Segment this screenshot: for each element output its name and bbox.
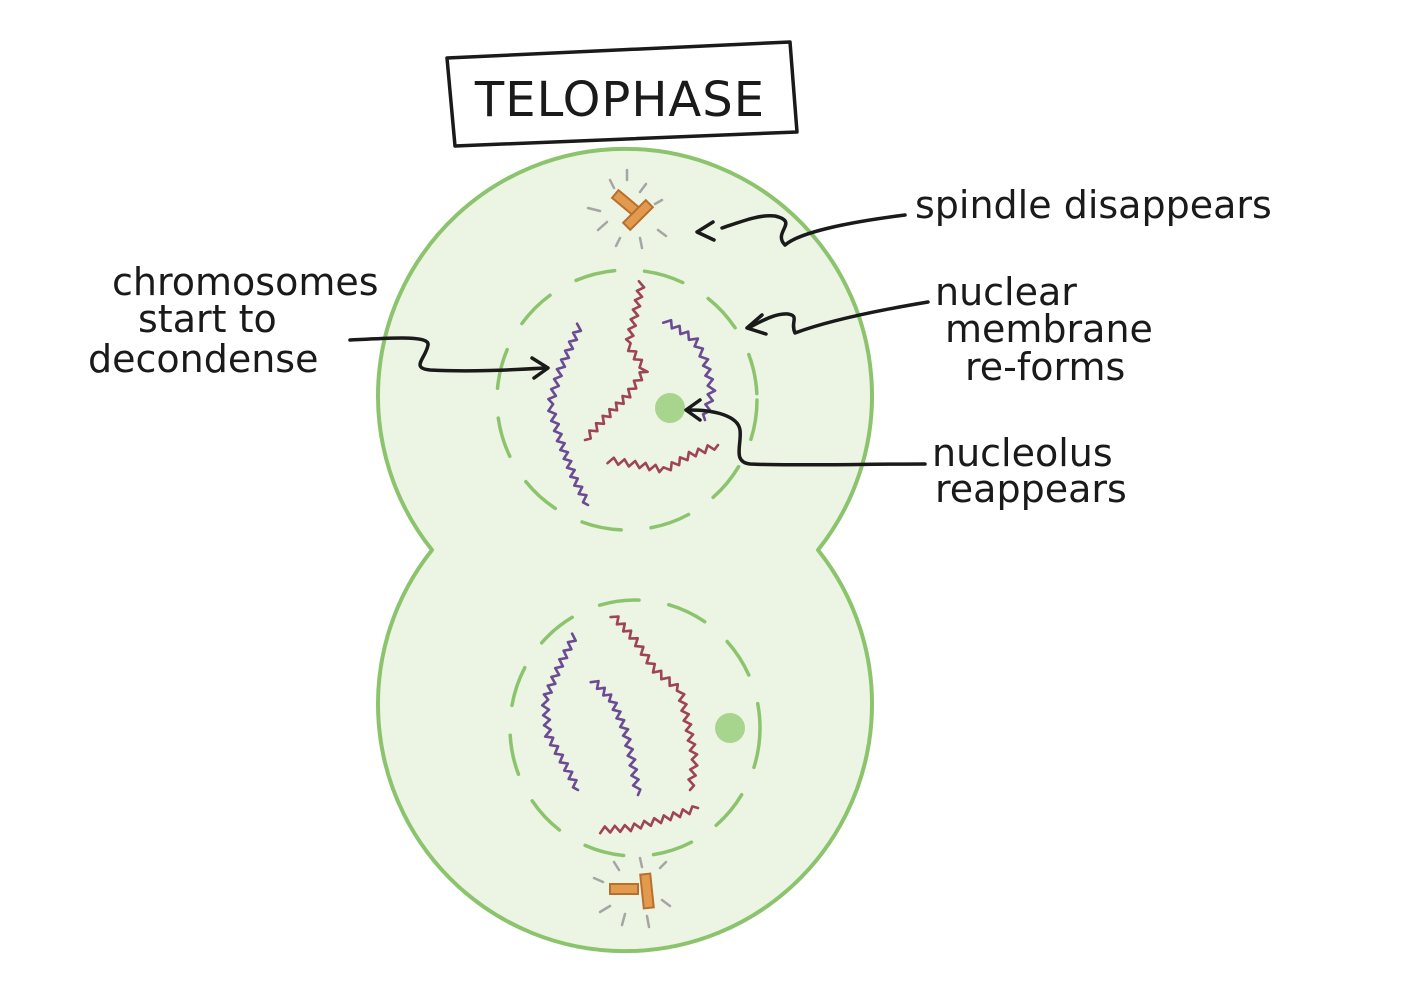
title-box: TELOPHASE [445, 40, 799, 148]
chromosome-bottom-4 [598, 805, 700, 835]
label-membrane-line1: nuclear [935, 270, 1077, 314]
cell-membrane [376, 146, 874, 954]
arrow-icon [748, 300, 930, 335]
nucleolus-top [655, 393, 685, 423]
nucleolus-bottom [715, 713, 745, 743]
nuclear-envelope-top [495, 268, 759, 532]
label-chromosomes-line2: start to [138, 297, 277, 341]
label-chromosomes-line3: decondense [88, 337, 319, 381]
centriole-pair-icon [610, 188, 655, 232]
arrow-icon [688, 408, 927, 467]
chromosome-top-2 [583, 280, 649, 442]
chromosome-top-4 [606, 443, 720, 474]
leader-lines [348, 213, 930, 467]
label-nucleolus-line2: reappears [935, 467, 1127, 511]
centriole-pair-icon [609, 872, 655, 910]
label-nucleolus-line1: nucleolus [932, 431, 1113, 475]
label-membrane-line2: membrane [945, 307, 1153, 351]
chromosomes [540, 280, 720, 835]
page-title: TELOPHASE [474, 72, 765, 128]
chromosome-bottom-2 [609, 615, 699, 792]
chromosome-bottom-1 [540, 632, 580, 792]
arrow-icon [720, 213, 907, 247]
chromosome-top-3 [661, 318, 717, 422]
arrow-icon [348, 336, 547, 373]
chromosome-bottom-3 [589, 679, 642, 797]
centriole-pair-top [586, 168, 668, 250]
label-chromosomes-line1: chromosomes [112, 260, 379, 304]
annotation-labels: spindle disappears chromosomes start to … [88, 183, 1272, 511]
spindle-remnants-bottom [592, 856, 672, 929]
chromosome-top-1 [547, 322, 590, 507]
label-membrane-line3: re-forms [965, 345, 1125, 389]
spindle-remnants-top [586, 168, 668, 250]
label-spindle-disappears: spindle disappears [915, 183, 1272, 227]
dividing-cell [376, 146, 874, 954]
centriole-pair-bottom [592, 856, 672, 929]
nuclear-envelope-bottom [508, 598, 762, 858]
